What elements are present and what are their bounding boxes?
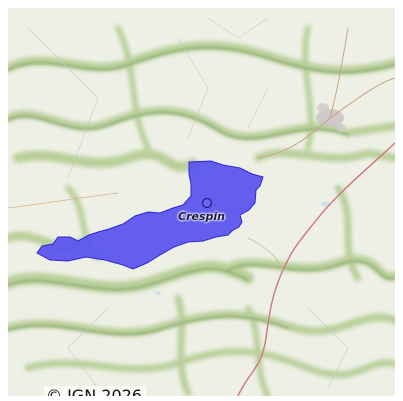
commune-boundary[interactable] [36, 160, 264, 270]
map-canvas[interactable] [8, 8, 395, 396]
roads [8, 27, 395, 396]
terrain-ridges [8, 46, 395, 336]
place-label-crespin: Crespin [178, 210, 225, 223]
map-attribution: © IGN 2026 [44, 386, 146, 396]
circle-marker-icon[interactable] [201, 197, 213, 209]
map-viewport[interactable]: Crespin © IGN 2026 [8, 8, 395, 396]
minor-lines [27, 17, 349, 389]
